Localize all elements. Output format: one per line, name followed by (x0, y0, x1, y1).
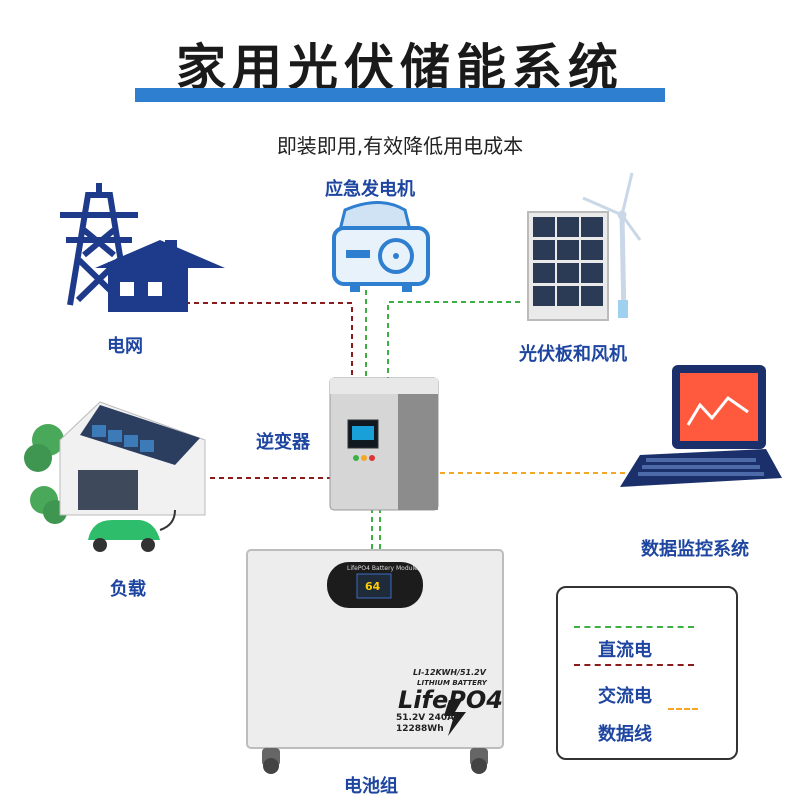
generator-label: 应急发电机 (325, 179, 415, 200)
monitor-label: 数据监控系统 (641, 539, 749, 560)
solar-panel-icon (527, 211, 609, 321)
battery-spec-voltage: 51.2V 240Ah (396, 713, 461, 723)
legend-ac-label: 交流电 (598, 686, 652, 707)
inverter-label: 逆变器 (256, 432, 310, 453)
page-title: 家用光伏储能系统 (176, 39, 624, 97)
legend-box: 直流电 交流电 数据线 (556, 586, 738, 760)
battery-module-text: LifePO4 Battery Module (347, 565, 418, 572)
legend-ac-line (574, 664, 694, 666)
legend-data-label: 数据线 (598, 724, 652, 745)
battery-display-value: 64 (365, 580, 381, 593)
generator-icon (332, 201, 430, 292)
subtitle: 即装即用,有效降低用电成本 (276, 134, 524, 158)
wind-turbine-icon (582, 172, 642, 319)
legend-dc-label: 直流电 (598, 640, 652, 661)
battery-type: LITHIUM BATTERY (417, 679, 487, 687)
ac-line-grid (185, 302, 353, 380)
title-underline (135, 88, 665, 102)
power-tower-icon (60, 183, 138, 306)
dc-line-pv (387, 301, 520, 380)
load-label: 负载 (110, 579, 146, 600)
battery-cabinet (246, 549, 504, 774)
legend-dc-line (574, 626, 694, 628)
laptop-icon (620, 365, 782, 487)
battery-brand: LifePO4 (398, 686, 503, 714)
grid-label: 电网 (107, 336, 143, 357)
load-house-icon (24, 401, 206, 552)
inverter-device (329, 377, 439, 511)
battery-model: LI-12KWH/51.2V (413, 668, 486, 677)
pv-wind-label: 光伏板和风机 (519, 344, 627, 365)
house-icon (95, 240, 225, 312)
battery-label: 电池组 (344, 776, 398, 797)
legend-data-line (668, 708, 698, 710)
battery-spec-energy: 12288Wh (396, 724, 444, 734)
